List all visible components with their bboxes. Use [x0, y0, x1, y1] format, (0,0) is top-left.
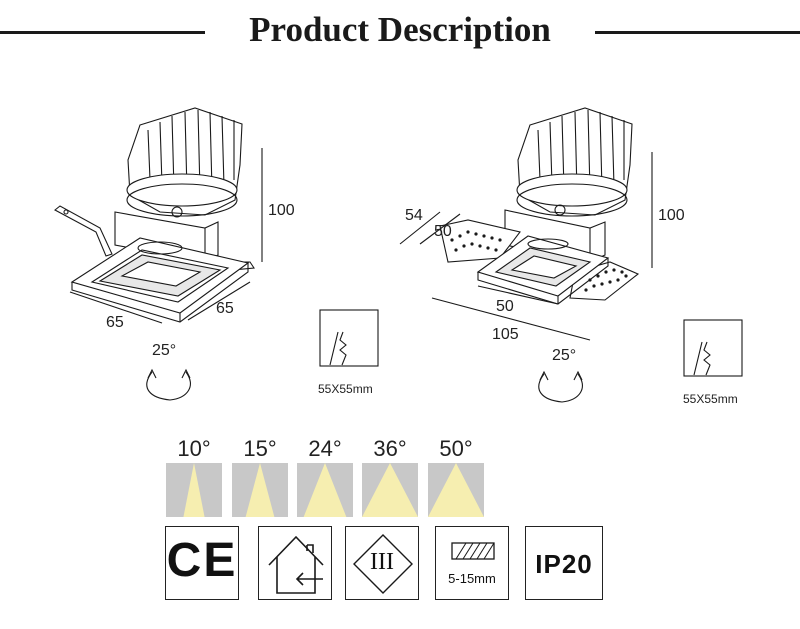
- left-height-label: 100: [268, 202, 295, 219]
- left-cutout-label: 55X55mm: [318, 382, 373, 396]
- right-height-label: 100: [658, 207, 685, 224]
- beam-angle-label: 10°: [177, 436, 211, 461]
- beam-angle-label: 15°: [243, 436, 277, 461]
- beam-cone-icon: [245, 463, 275, 517]
- right-top-label-b: 50: [434, 223, 452, 240]
- beam-angle-tile: [428, 463, 484, 517]
- ce-mark-icon: CE: [165, 526, 239, 600]
- right-rotation-label: 25°: [552, 347, 577, 364]
- perforation-dots: [450, 230, 628, 292]
- beam-cone-icon: [303, 463, 347, 517]
- beam-angle-tile: [297, 463, 353, 517]
- right-top-label-a: 54: [405, 207, 423, 224]
- diamond-icon: [353, 534, 413, 594]
- beam-cone: [303, 463, 347, 517]
- right-cutout-label: 55X55mm: [683, 392, 738, 406]
- beam-angle-label: 50°: [439, 436, 473, 461]
- beam-cone-icon: [183, 463, 205, 517]
- beam-cone-icon: [362, 463, 418, 517]
- hatched-bar-icon: [451, 542, 495, 560]
- ce-mark-text: CE: [166, 534, 238, 587]
- page-title: Product Description: [249, 10, 551, 49]
- beam-angle-tile: [166, 463, 222, 517]
- left-rotation-label: 25°: [152, 342, 177, 359]
- header-rule-right: [595, 31, 800, 34]
- beam-cone: [183, 463, 205, 517]
- ceiling-thickness-icon: 5-15mm: [435, 526, 509, 600]
- beam-angle-tile: [362, 463, 418, 517]
- class-iii-text: III: [370, 549, 394, 575]
- beam-cone: [428, 463, 484, 517]
- beam-cone-icon: [428, 463, 484, 517]
- beam-angle-label: 24°: [308, 436, 342, 461]
- beam-cone: [362, 463, 418, 517]
- left-width-label-b: 65: [216, 300, 234, 317]
- ceiling-thickness-text: 5-15mm: [448, 571, 496, 586]
- right-fixture-drawing: [399, 107, 743, 403]
- left-width-label-a: 65: [106, 314, 124, 331]
- beam-angle-tile: [232, 463, 288, 517]
- indoor-use-icon: [258, 526, 332, 600]
- header-rule-left: [0, 31, 205, 34]
- right-front-label-a: 50: [496, 298, 514, 315]
- house-arrow-icon: [268, 535, 324, 594]
- class-iii-icon: III: [345, 526, 419, 600]
- right-front-label-b: 105: [492, 326, 519, 343]
- left-fixture-drawing: [54, 107, 379, 401]
- beam-cone: [245, 463, 275, 517]
- beam-angle-label: 36°: [373, 436, 407, 461]
- ip-rating-icon: IP20: [525, 526, 603, 600]
- ip-rating-text: IP20: [535, 549, 593, 579]
